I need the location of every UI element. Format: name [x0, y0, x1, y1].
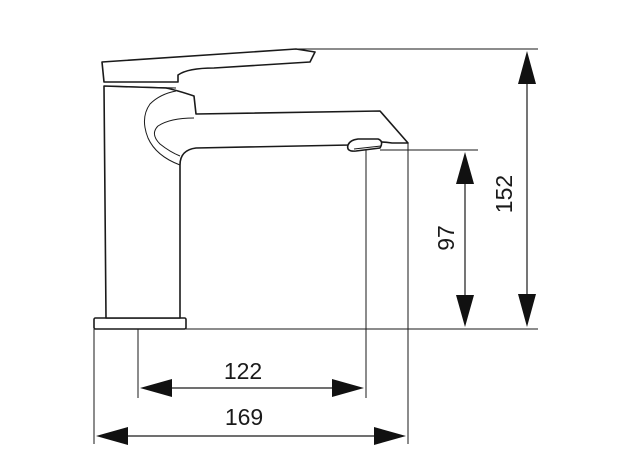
arrow-up-head — [518, 51, 536, 84]
extension-lines — [93, 48, 538, 444]
lever-lower-edge — [103, 85, 177, 89]
faucet-body — [103, 85, 409, 319]
label-spout-reach: 122 — [224, 358, 262, 384]
label-spout-height: 97 — [433, 225, 459, 251]
arrow-down-head — [518, 294, 536, 327]
dimension-total-height: 152 — [491, 51, 536, 327]
dimension-total-length: 169 — [96, 404, 406, 445]
aerator — [346, 138, 383, 152]
base-plate — [93, 317, 187, 330]
aerator-ring — [353, 145, 382, 150]
dimension-spout-reach: 122 — [140, 358, 364, 397]
arrow-left-head — [96, 427, 128, 445]
faucet-outline — [93, 48, 409, 330]
arrow-down-head — [456, 295, 474, 327]
body-inner-ring — [154, 117, 195, 157]
lever-handle — [101, 48, 316, 83]
label-total-length: 169 — [225, 404, 263, 430]
label-total-height: 152 — [491, 175, 517, 213]
dimension-spout-height: 97 — [433, 152, 474, 327]
arrow-up-head — [456, 152, 474, 184]
arrow-right-head — [332, 379, 364, 397]
arrow-right-head — [374, 427, 406, 445]
arrow-left-head — [140, 379, 172, 397]
body-shoulder-curve — [144, 90, 181, 166]
